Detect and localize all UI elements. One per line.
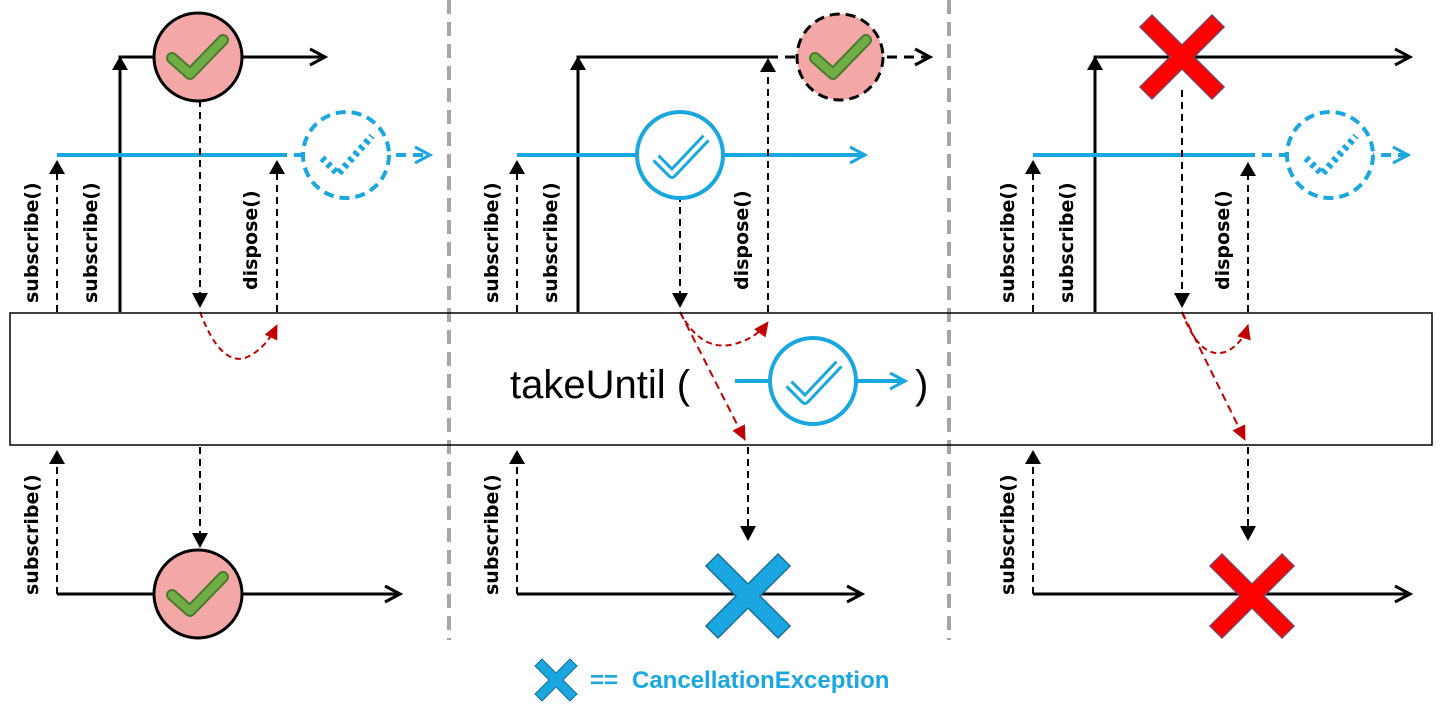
dashed-check-circle-icon <box>301 110 391 200</box>
p1-output-subscribe-label: subscribe() <box>21 474 43 595</box>
cross-icon <box>1208 552 1296 640</box>
p3-output-subscribe-label: subscribe() <box>997 474 1019 595</box>
p2-dispose-label: dispose() <box>731 190 753 290</box>
operator-close-paren: ) <box>915 363 928 407</box>
legend-equals: == <box>590 667 618 694</box>
p1-subscribe-label-2: subscribe() <box>80 182 102 303</box>
cross-icon <box>704 552 792 640</box>
operator-name: takeUntil ( <box>510 363 691 407</box>
cross-icon <box>1138 13 1226 101</box>
dashed-check-circle-icon <box>795 12 885 102</box>
check-circle-icon <box>152 11 244 103</box>
p2-subscribe-label-1: subscribe() <box>481 182 503 303</box>
legend-cross-icon <box>534 658 578 702</box>
operator-box <box>9 312 1433 446</box>
p1-subscribe-label-1: subscribe() <box>21 182 43 303</box>
check-circle-icon <box>152 548 244 640</box>
p1-dispose-label: dispose() <box>240 190 262 290</box>
p3-source-stream <box>1093 57 1410 312</box>
p3-dispose-label: dispose() <box>1212 190 1234 290</box>
p3-subscribe-label-2: subscribe() <box>1056 182 1078 303</box>
check-circle-icon <box>635 110 725 200</box>
legend-text: CancellationException <box>632 667 889 694</box>
p3-subscribe-label-1: subscribe() <box>997 182 1019 303</box>
dashed-check-circle-icon <box>1285 110 1375 200</box>
check-circle-icon <box>768 336 858 426</box>
p2-output-subscribe-label: subscribe() <box>481 474 503 595</box>
p2-subscribe-label-2: subscribe() <box>540 182 562 303</box>
